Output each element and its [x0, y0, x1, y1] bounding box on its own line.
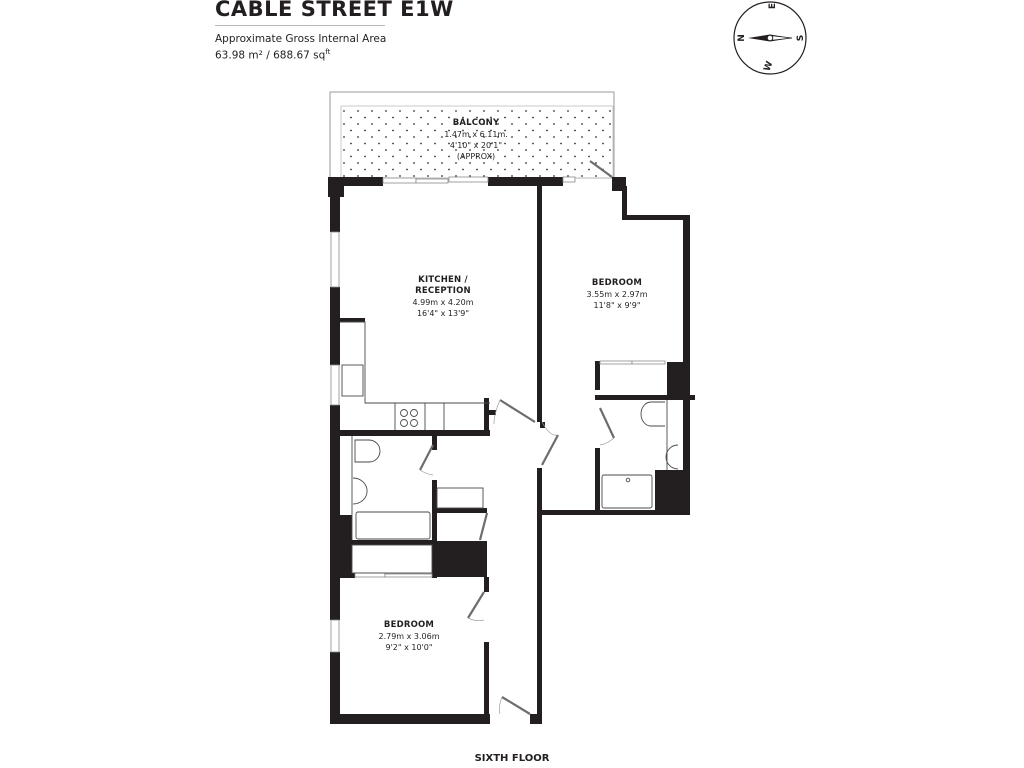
title-divider [215, 25, 385, 26]
room-label-balcony: BALCONY 1.47m x 6.11m. 4'10" x 20'1" (AP… [444, 118, 508, 161]
room-label-bedroom-2: BEDROOM 2.79m x 3.06m 9'2" x 10'0" [378, 620, 440, 652]
area-m2: 63.98 m² [215, 49, 263, 62]
compass-n: N [737, 34, 747, 42]
svg-text:S: S [796, 35, 806, 41]
doors [419, 160, 615, 715]
svg-text:W: W [763, 60, 776, 73]
area-sqft-unit: ft [325, 48, 331, 56]
compass-icon: N S E W [733, 1, 807, 75]
area-label: Approximate Gross Internal Area [215, 33, 387, 45]
fixtures [340, 321, 679, 574]
area-separator: / [266, 49, 270, 62]
property-title: CABLE STREET E1W [215, 0, 454, 21]
walls [328, 177, 695, 724]
area-sqft: 688.67 sq [273, 49, 326, 62]
room-label-kitchen-reception: KITCHEN / RECEPTION 4.99m x 4.20m 16'4" … [412, 275, 474, 318]
area-values: 63.98 m² / 688.67 sqft [215, 48, 330, 62]
floor-label: SIXTH FLOOR [474, 753, 550, 764]
room-label-bedroom-1: BEDROOM 3.55m x 2.97m 11'8" x 9'9" [586, 278, 648, 310]
windows [330, 176, 666, 653]
balcony-area [329, 91, 615, 179]
svg-text:E: E [768, 3, 778, 9]
